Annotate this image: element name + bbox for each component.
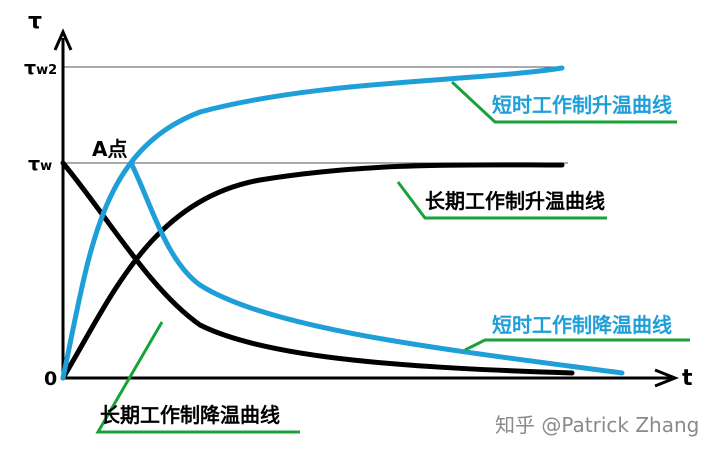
short-heat-callout <box>450 80 677 124</box>
watermark: 知乎 @Patrick Zhang <box>495 413 699 437</box>
long-heat-label: 长期工作制升温曲线 <box>425 189 605 213</box>
long-term-cooling-curve <box>60 160 575 376</box>
y-axis-arrow <box>53 28 73 51</box>
long-cool-callout <box>95 321 300 434</box>
tau-w2-label: τw2 <box>24 57 57 79</box>
short-cool-label: 短时工作制降温曲线 <box>492 313 672 337</box>
x-axis-label: t <box>682 366 693 391</box>
long-heat-callout <box>396 181 607 220</box>
y-axis-label: τ <box>28 9 42 34</box>
short-heat-label: 短时工作制升温曲线 <box>492 93 672 117</box>
origin-label: 0 <box>44 368 57 390</box>
short-term-heating-curve <box>60 65 565 381</box>
point-a-label: A点 <box>92 137 127 161</box>
long-term-heating-curve <box>60 162 565 381</box>
short-term-cooling-curve <box>128 160 625 376</box>
short-cool-callout <box>464 338 690 352</box>
tau-w-label: τw <box>28 153 52 175</box>
x-axis-arrow <box>654 368 680 388</box>
long-cool-label: 长期工作制降温曲线 <box>100 403 280 427</box>
